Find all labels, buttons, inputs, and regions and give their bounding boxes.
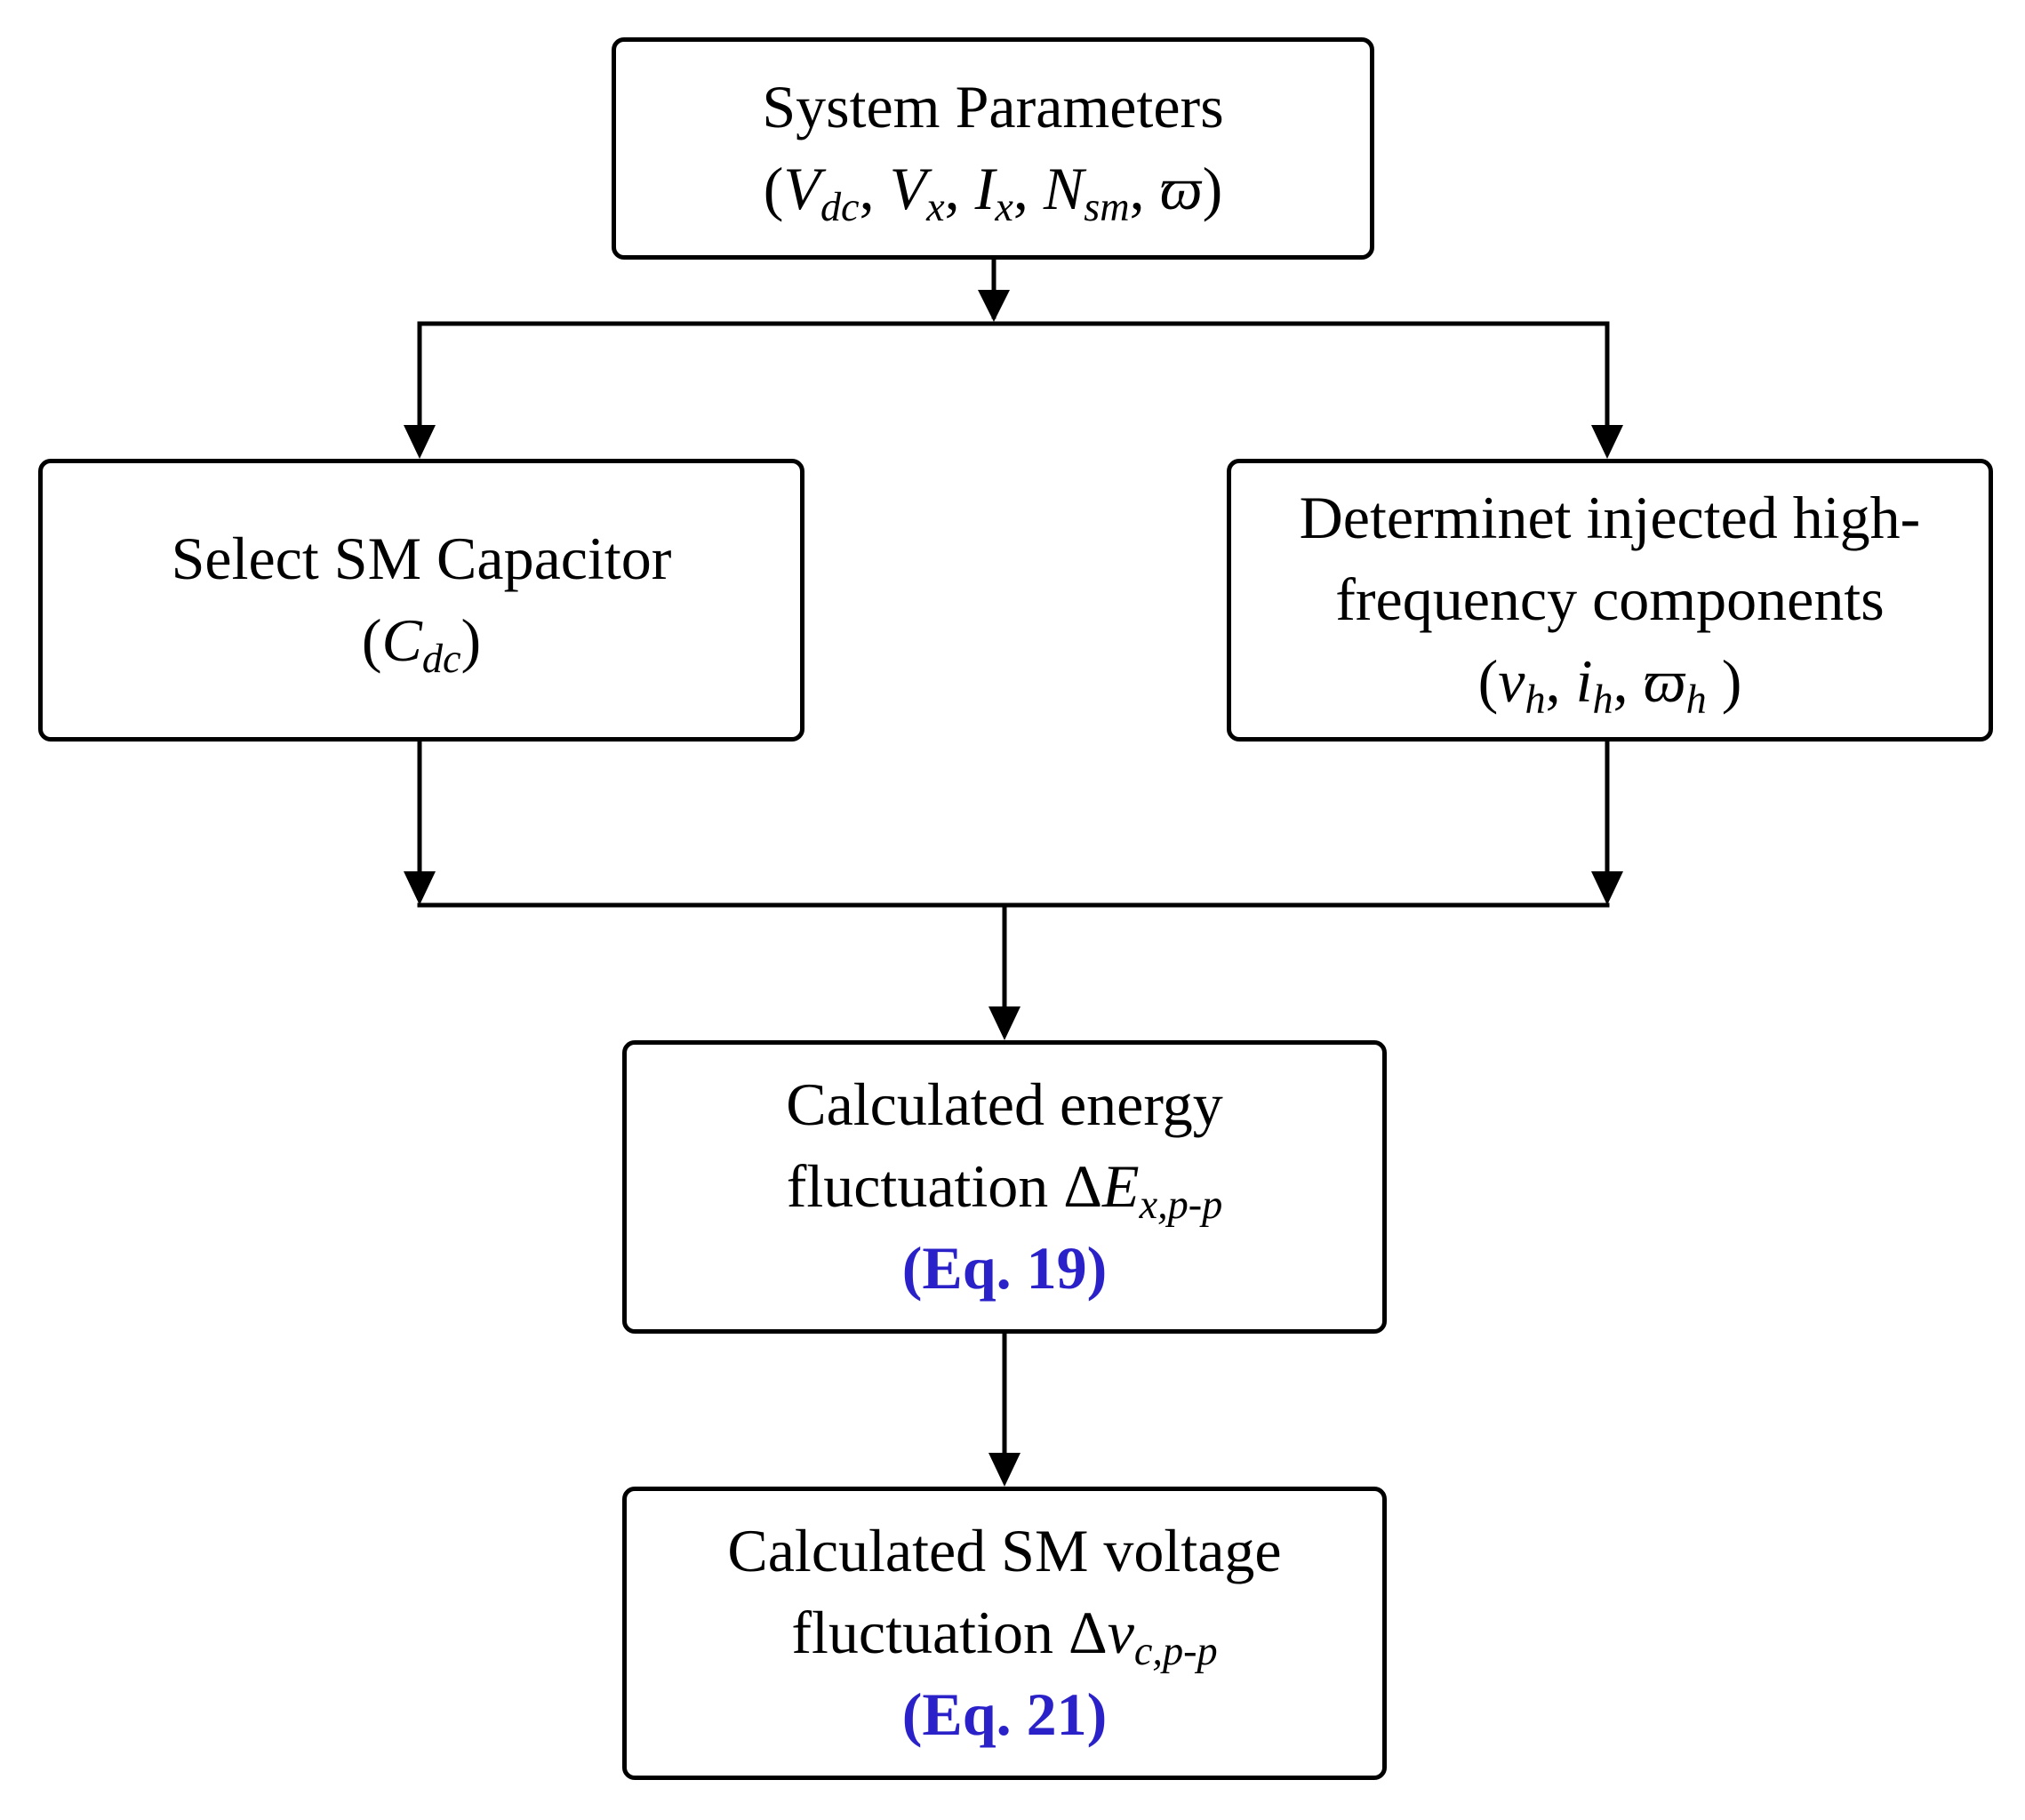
voltage-fluctuation-line1: Calculated SM voltage [727, 1517, 1282, 1585]
select-capacitor-title: Select SM Capacitor [171, 525, 672, 593]
energy-fluctuation-box: Calculated energy fluctuation ΔEx,p-p (E… [622, 1040, 1387, 1334]
energy-fluctuation-line1: Calculated energy [786, 1070, 1223, 1139]
select-capacitor-box: Select SM Capacitor (Cdc) [38, 459, 804, 742]
voltage-eq-reference: (Eq. 21) [901, 1680, 1108, 1748]
high-frequency-params: (vh, ih, ϖh ) [1477, 646, 1742, 723]
energy-eq-reference: (Eq. 19) [901, 1233, 1108, 1302]
high-frequency-line1: Determinet injected high- [1299, 484, 1921, 552]
arrowhead-merge-right [1591, 871, 1623, 905]
voltage-fluctuation-box: Calculated SM voltage fluctuation Δvc,p-… [622, 1487, 1387, 1780]
system-parameters-list: (Vdc, Vx, Ix, Nsm, ϖ) [763, 155, 1223, 230]
arrowhead-merge-left [404, 871, 436, 905]
voltage-fluctuation-line2: fluctuation Δvc,p-p [791, 1599, 1218, 1675]
system-parameters-title: System Parameters [762, 73, 1224, 141]
energy-fluctuation-line2: fluctuation ΔEx,p-p [786, 1152, 1223, 1229]
high-frequency-line2: frequency components [1335, 565, 1885, 634]
arrowhead-capacitor [404, 425, 436, 459]
high-frequency-box: Determinet injected high- frequency comp… [1227, 459, 1993, 742]
system-parameters-box: System Parameters (Vdc, Vx, Ix, Nsm, ϖ) [612, 37, 1374, 260]
arrowhead-voltage [988, 1453, 1021, 1487]
arrowhead-highfreq [1591, 425, 1623, 459]
select-capacitor-param: (Cdc) [361, 606, 482, 682]
arrowhead-system-split [978, 290, 1010, 322]
arrowhead-energy [988, 1006, 1021, 1040]
